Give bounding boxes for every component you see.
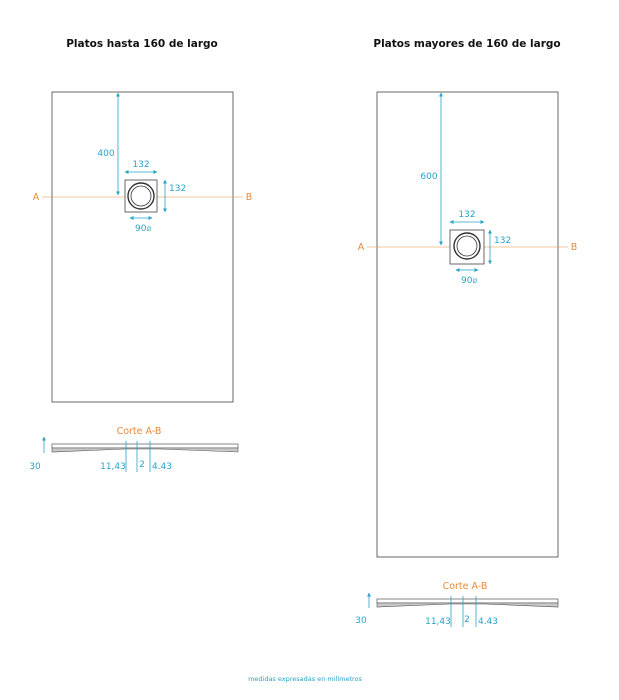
left-dim-top: 400 xyxy=(97,149,114,159)
right-dim-drain: 90Ø xyxy=(461,276,477,286)
right-dim-top: 600 xyxy=(420,172,437,182)
right-dim-width: 132 xyxy=(458,210,475,220)
right-sec-d1: 11,43 xyxy=(425,617,451,627)
right-dim-height: 132 xyxy=(494,236,511,246)
left-label-b: B xyxy=(246,192,253,203)
left-section-slope xyxy=(51,447,239,453)
left-dim-height: 132 xyxy=(169,184,186,194)
left-sec-height: 30 xyxy=(29,462,41,472)
left-panel: Platos hasta 160 de largo A B 400 132 13… xyxy=(29,38,252,472)
right-sec-d3: 4.43 xyxy=(478,617,498,627)
right-label-a: A xyxy=(358,242,365,253)
left-sec-d2: 2 xyxy=(139,460,145,470)
right-sec-d2: 2 xyxy=(464,615,470,625)
left-title: Platos hasta 160 de largo xyxy=(66,38,218,50)
right-section-title: Corte A-B xyxy=(443,581,488,592)
right-section-top xyxy=(376,598,559,604)
right-label-b: B xyxy=(571,242,578,253)
left-dim-drain: 90Ø xyxy=(135,224,151,234)
left-section-top xyxy=(51,443,239,449)
right-panel: Platos mayores de 160 de largo A B 600 1… xyxy=(355,38,577,627)
left-drain-inner xyxy=(130,185,152,207)
units-footnote: medidas expresadas en milímetros xyxy=(248,675,362,683)
left-section-title: Corte A-B xyxy=(117,426,162,437)
left-dim-width: 132 xyxy=(132,160,149,170)
left-section-view: Corte A-B 30 11,43 2 4.43 xyxy=(29,426,239,472)
right-drain-inner xyxy=(456,235,478,257)
left-sec-d1: 11,43 xyxy=(100,462,126,472)
left-sec-d3: 4.43 xyxy=(152,462,172,472)
left-tray-outline xyxy=(51,91,234,403)
right-sec-height: 30 xyxy=(355,616,367,626)
right-section-view: Corte A-B 30 11,43 2 4.43 xyxy=(355,581,559,627)
right-tray-outline xyxy=(376,91,559,558)
right-title: Platos mayores de 160 de largo xyxy=(373,38,560,50)
left-label-a: A xyxy=(33,192,40,203)
right-section-slope xyxy=(376,602,559,608)
